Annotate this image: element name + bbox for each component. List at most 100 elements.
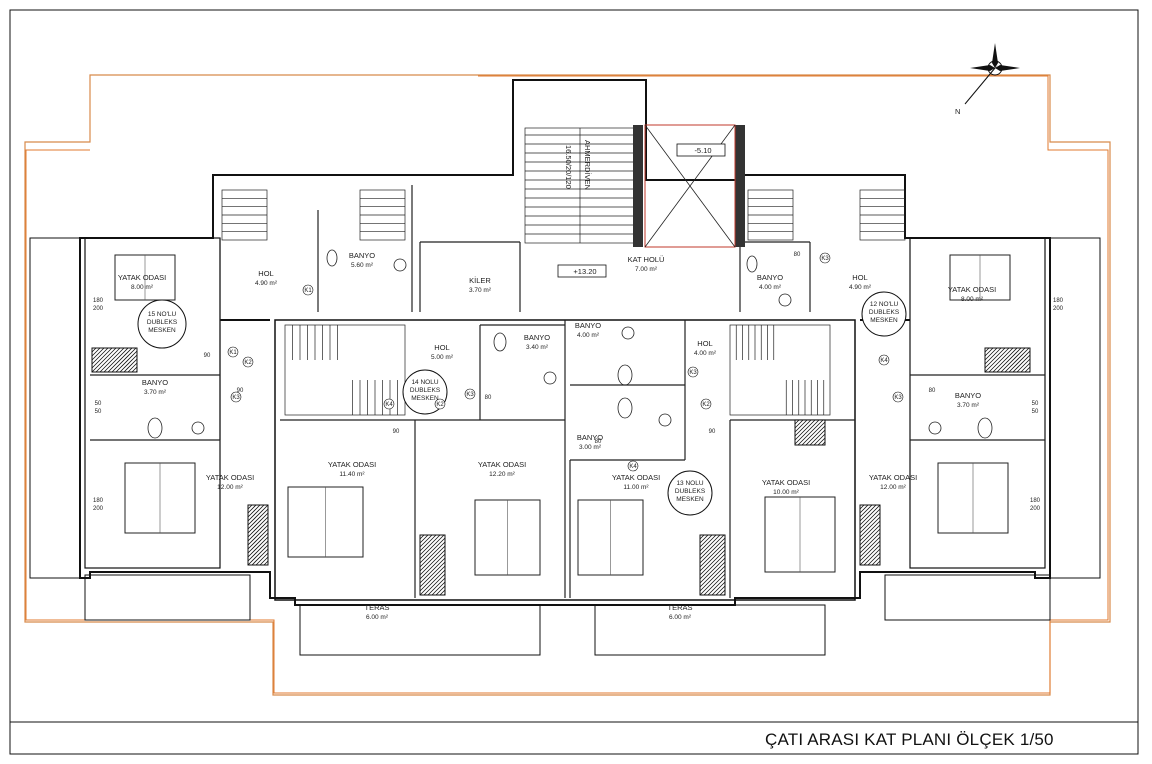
window-dim: 90 — [204, 353, 211, 359]
room-area-c13-hol: 4.00 m² — [694, 350, 717, 357]
window-dim: 90 — [393, 429, 400, 435]
window-dim: 50 — [1032, 409, 1039, 415]
window-dim: 50 — [95, 409, 102, 415]
svg-text:K3: K3 — [232, 395, 240, 401]
unit-label-u12: DUBLEKS — [869, 309, 900, 316]
room-name-r-yatak-bot: YATAK ODASI — [869, 473, 917, 482]
svg-text:K1: K1 — [304, 288, 312, 294]
svg-text:K3: K3 — [894, 395, 902, 401]
room-name-c14-yatak-a: YATAK ODASI — [328, 460, 376, 469]
north-arrow-icon — [964, 43, 1020, 105]
room-area-l-banyo-mid: 3.70 m² — [144, 389, 167, 396]
door-mark: K4 — [383, 398, 395, 410]
main-stair — [524, 127, 636, 244]
room-name-r-banyo-mid: BANYO — [955, 391, 981, 400]
sheet-border — [9, 9, 1139, 755]
door-mark: K1 — [227, 346, 239, 358]
room-area-kat-holu: 7.00 m² — [635, 266, 658, 273]
room-name-c14-yatak-b: YATAK ODASI — [478, 460, 526, 469]
room-name-l-hol-top: HOL — [258, 269, 273, 278]
door-mark: K4 — [878, 354, 890, 366]
door-mark: K3 — [892, 391, 904, 403]
wardrobe — [859, 504, 881, 566]
bed-icon — [474, 499, 541, 576]
wardrobe — [984, 347, 1031, 373]
wardrobe — [247, 504, 269, 566]
stair-label: AHMERDİVEN — [583, 140, 592, 190]
room-name-l-banyo-mid: BANYO — [142, 378, 168, 387]
room-area-l-yatak-bot: 12.00 m² — [217, 484, 243, 491]
level-stair: +13.20 — [573, 267, 596, 276]
window-dim: 180 — [93, 498, 104, 504]
room-area-teras-l: 6.00 m² — [366, 614, 389, 621]
door-mark: K3 — [687, 366, 699, 378]
svg-text:K3: K3 — [466, 392, 474, 398]
room-area-c14-yatak-b: 12.20 m² — [489, 471, 515, 478]
window-dim: 200 — [1053, 306, 1064, 312]
room-area-c13-banyo-b: 3.00 m² — [579, 444, 602, 451]
window-dim: 200 — [93, 306, 104, 312]
room-area-r-hol-top: 4.90 m² — [849, 284, 872, 291]
room-name-c13-yatak-b: YATAK ODASI — [762, 478, 810, 487]
unit-label-u14: DUBLEKS — [410, 387, 441, 394]
room-name-kiler: KİLER — [469, 276, 491, 285]
roof-eave — [25, 75, 1109, 694]
window-dim: 180 — [1030, 498, 1041, 504]
unit-label-u15: MESKEN — [148, 327, 176, 334]
room-area-r-banyo-top: 4.00 m² — [759, 284, 782, 291]
room-name-teras-r: TERAS — [667, 603, 692, 612]
terraces — [29, 237, 1101, 656]
room-name-c14-banyo: BANYO — [524, 333, 550, 342]
bed-icon — [287, 486, 364, 558]
window-dim: 200 — [1030, 506, 1041, 512]
window-dim: 180 — [93, 298, 104, 304]
unit-label-u13: DUBLEKS — [675, 488, 706, 495]
unit-label-u12: MESKEN — [870, 317, 898, 324]
window-dim: 80 — [794, 252, 801, 258]
room-name-kat-holu: KAT HOLÜ — [628, 255, 665, 264]
unit-label-u15: 15 NO'LU — [148, 311, 177, 318]
room-area-teras-r: 6.00 m² — [669, 614, 692, 621]
window-dim: 90 — [709, 429, 716, 435]
room-name-r-hol-top: HOL — [852, 273, 867, 282]
room-area-c14-yatak-a: 11.40 m² — [339, 471, 365, 478]
furniture-wardrobes — [91, 347, 1031, 596]
stair-steps: 16.50/20/120 — [564, 145, 573, 189]
room-name-l-banyo-top: BANYO — [349, 251, 375, 260]
room-area-c13-banyo-a: 4.00 m² — [577, 332, 600, 339]
drawing-title: ÇATI ARASI KAT PLANI ÖLÇEK 1/50 — [765, 730, 1054, 749]
level-markers — [557, 143, 726, 278]
door-mark: K3 — [230, 391, 242, 403]
window-dim: 80 — [929, 388, 936, 394]
svg-text:K4: K4 — [385, 402, 393, 408]
room-name-c13-banyo-a: BANYO — [575, 321, 601, 330]
unit-label-u15: DUBLEKS — [147, 319, 178, 326]
wardrobe — [419, 534, 446, 596]
room-area-kiler: 3.70 m² — [469, 287, 492, 294]
wardrobe — [699, 534, 726, 596]
room-area-r-yatak-bot: 12.00 m² — [880, 484, 906, 491]
room-name-r-banyo-top: BANYO — [757, 273, 783, 282]
wardrobe — [91, 347, 138, 373]
unit-label-u13: MESKEN — [676, 496, 704, 503]
level-void: -5.10 — [694, 146, 711, 155]
room-area-r-banyo-mid: 3.70 m² — [957, 402, 980, 409]
svg-text:K4: K4 — [880, 358, 888, 364]
room-area-l-yatak-top: 8.00 m² — [131, 284, 154, 291]
room-name-l-yatak-top: YATAK ODASI — [118, 273, 166, 282]
bed-icon — [937, 462, 1009, 534]
door-mark: K4 — [627, 460, 639, 472]
unit-label-u14: MESKEN — [411, 395, 439, 402]
window-dim: 180 — [1053, 298, 1064, 304]
door-mark: K2 — [700, 398, 712, 410]
room-area-r-yatak-top: 8.00 m² — [961, 296, 984, 303]
door-mark: K2 — [434, 398, 446, 410]
room-area-c14-banyo: 3.40 m² — [526, 344, 549, 351]
window-dim: 50 — [95, 401, 102, 407]
room-name-teras-l: TERAS — [364, 603, 389, 612]
unit-stairs — [221, 189, 906, 416]
door-mark: K3 — [819, 252, 831, 264]
bed-icon — [949, 254, 1011, 301]
room-area-l-banyo-top: 5.60 m² — [351, 262, 374, 269]
